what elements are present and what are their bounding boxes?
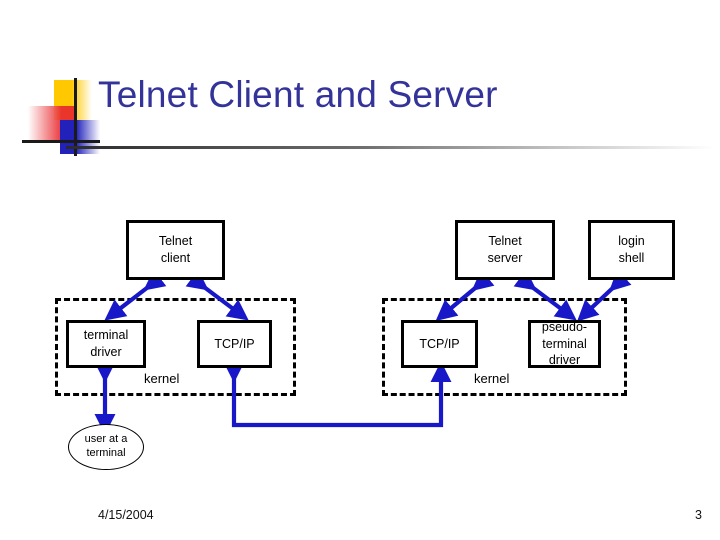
pseudo-terminal-line3: driver bbox=[548, 353, 581, 368]
user-ellipse-line1: user at a bbox=[84, 433, 128, 446]
telnet-client-box[interactable]: Telnet client bbox=[126, 220, 225, 280]
logo-vertical-line bbox=[74, 78, 77, 156]
client-tcpip-label: TCP/IP bbox=[214, 336, 255, 351]
telnet-server-line1: Telnet bbox=[488, 234, 522, 249]
telnet-server-box[interactable]: Telnet server bbox=[455, 220, 555, 280]
pseudo-terminal-line2: terminal bbox=[542, 336, 587, 351]
client-tcpip-box[interactable]: TCP/IP bbox=[197, 320, 272, 368]
terminal-driver-line1: terminal bbox=[83, 328, 129, 343]
server-tcpip-label: TCP/IP bbox=[419, 336, 460, 351]
footer-page-number: 3 bbox=[695, 508, 702, 522]
server-kernel-boundary bbox=[382, 298, 627, 396]
terminal-driver-box[interactable]: terminal driver bbox=[66, 320, 146, 368]
logo-horizontal-line bbox=[22, 140, 100, 143]
pseudo-terminal-line1: pseudo- bbox=[541, 319, 588, 334]
client-kernel-boundary bbox=[55, 298, 296, 396]
footer-date: 4/15/2004 bbox=[98, 508, 154, 522]
server-tcpip-box[interactable]: TCP/IP bbox=[401, 320, 478, 368]
server-kernel-label: kernel bbox=[474, 371, 510, 386]
login-shell-box[interactable]: login shell bbox=[588, 220, 675, 280]
terminal-driver-line2: driver bbox=[90, 345, 122, 359]
decorative-logo bbox=[22, 78, 100, 156]
client-kernel-label: kernel bbox=[144, 371, 180, 386]
login-shell-line1: login bbox=[618, 234, 645, 249]
user-at-terminal-ellipse[interactable]: user at a terminal bbox=[68, 424, 144, 470]
user-ellipse-line2: terminal bbox=[86, 447, 126, 459]
telnet-client-line1: Telnet bbox=[158, 234, 193, 249]
telnet-client-line2: client bbox=[160, 251, 191, 265]
slide-title: Telnet Client and Server bbox=[98, 74, 498, 115]
login-shell-line2: shell bbox=[618, 251, 645, 265]
telnet-server-line2: server bbox=[487, 251, 523, 265]
pseudo-terminal-driver-box[interactable]: pseudo- terminal driver bbox=[528, 320, 601, 368]
network-link-connector bbox=[223, 361, 452, 428]
title-divider-rule bbox=[66, 146, 714, 149]
